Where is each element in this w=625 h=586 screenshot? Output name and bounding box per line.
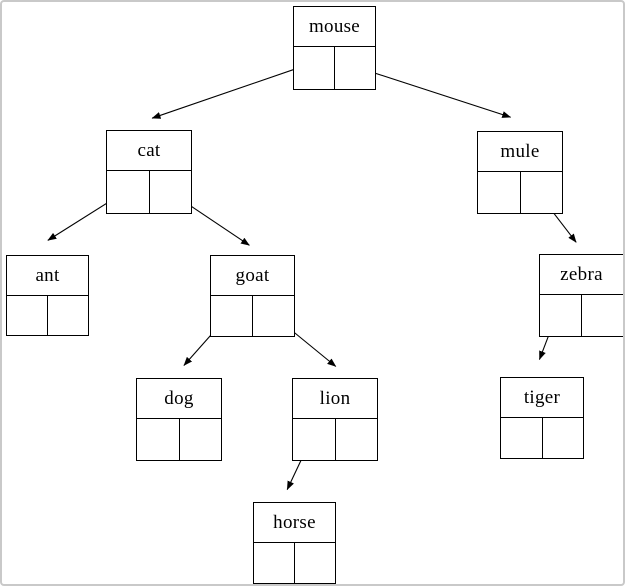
right-pointer-cell-goat (253, 296, 294, 336)
right-pointer-cell-ant (48, 296, 88, 335)
tree-node-horse: horse (253, 502, 336, 584)
pointer-cells-cat (107, 171, 191, 213)
node-label-dog: dog (137, 379, 221, 419)
tree-node-zebra: zebra (539, 254, 623, 337)
pointer-cells-tiger (501, 418, 583, 458)
tree-node-goat: goat (210, 255, 295, 337)
right-pointer-cell-mouse (335, 47, 375, 89)
left-pointer-cell-zebra (540, 295, 582, 336)
right-pointer-cell-lion (336, 419, 378, 460)
node-label-mouse: mouse (294, 7, 375, 47)
node-label-cat: cat (107, 131, 191, 171)
node-label-ant: ant (7, 256, 88, 296)
node-label-lion: lion (293, 379, 377, 419)
right-pointer-cell-tiger (543, 418, 584, 458)
node-label-mule: mule (478, 132, 562, 172)
left-pointer-cell-mule (478, 172, 521, 213)
node-label-zebra: zebra (540, 255, 623, 295)
edge-mouse-left-to-cat-arrow (151, 63, 312, 119)
right-pointer-cell-cat (150, 171, 192, 213)
tree-node-cat: cat (106, 130, 192, 214)
pointer-cells-lion (293, 419, 377, 460)
tree-node-tiger: tiger (500, 377, 584, 459)
tree-node-dog: dog (136, 378, 222, 461)
right-pointer-cell-horse (295, 543, 335, 583)
left-pointer-cell-cat (107, 171, 150, 213)
right-pointer-cell-dog (180, 419, 222, 460)
node-label-horse: horse (254, 503, 335, 543)
pointer-cells-dog (137, 419, 221, 460)
left-pointer-cell-ant (7, 296, 48, 335)
left-pointer-cell-horse (254, 543, 295, 583)
tree-node-ant: ant (6, 255, 89, 336)
pointer-cells-horse (254, 543, 335, 583)
left-pointer-cell-mouse (294, 47, 335, 89)
left-pointer-cell-dog (137, 419, 180, 460)
node-label-tiger: tiger (501, 378, 583, 418)
pointer-cells-mouse (294, 47, 375, 89)
pointer-cells-ant (7, 296, 88, 335)
tree-node-lion: lion (292, 378, 378, 461)
left-pointer-cell-lion (293, 419, 336, 460)
tree-node-mouse: mouse (293, 6, 376, 90)
left-pointer-cell-goat (211, 296, 253, 336)
node-label-goat: goat (211, 256, 294, 296)
pointer-cells-zebra (540, 295, 623, 336)
pointer-cells-mule (478, 172, 562, 213)
edge-mouse-right-to-mule-arrow (351, 65, 512, 118)
right-pointer-cell-mule (521, 172, 563, 213)
tree-node-mule: mule (477, 131, 563, 214)
left-pointer-cell-tiger (501, 418, 543, 458)
right-pointer-cell-zebra (582, 295, 623, 336)
pointer-cells-goat (211, 296, 294, 336)
